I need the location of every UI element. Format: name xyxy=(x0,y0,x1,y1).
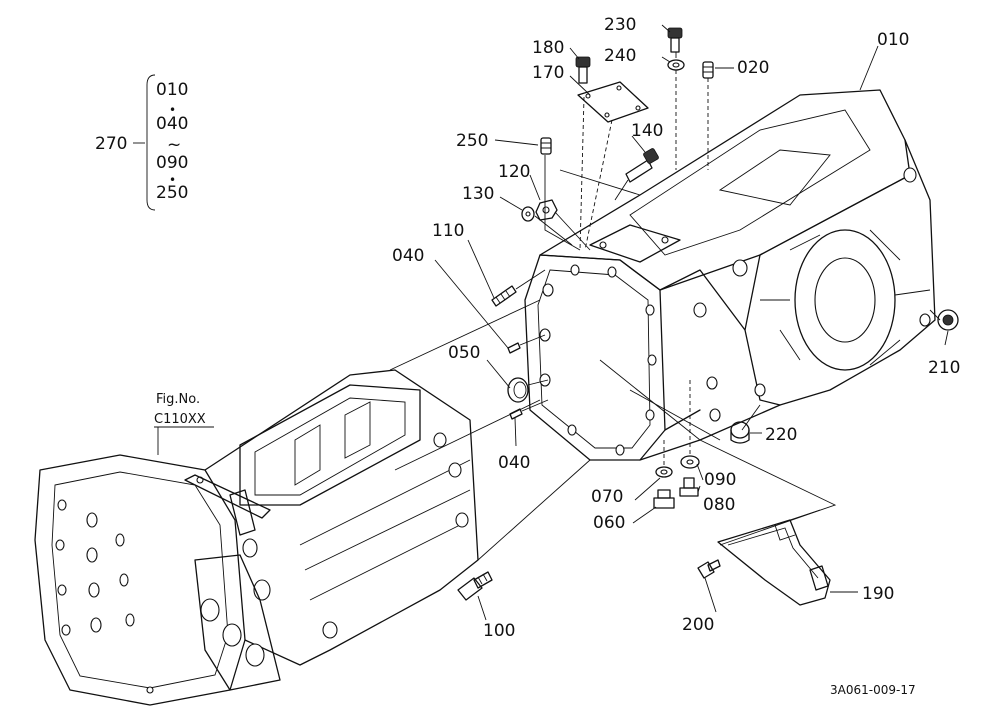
figure-reference: Fig.No. C110XX xyxy=(154,392,214,455)
part-090-washer xyxy=(680,455,700,469)
part-230-bolt xyxy=(667,27,683,58)
callout-230: 230 xyxy=(604,15,636,35)
part-140-bolt xyxy=(614,148,659,201)
callout-080: 080 xyxy=(703,495,735,515)
side-bosses xyxy=(200,432,469,667)
part-250-plug xyxy=(540,137,552,155)
callout-220: 220 xyxy=(765,425,797,445)
part-040-pin-upper xyxy=(507,342,521,354)
callout-200: 200 xyxy=(682,615,714,635)
bell-housing-inner xyxy=(51,471,229,689)
figure-ref-line1: Fig.No. xyxy=(156,392,200,407)
shift-rail-slots xyxy=(294,401,371,486)
callout-180: 180 xyxy=(532,38,564,58)
shift-lever-2 xyxy=(229,489,256,536)
part-220-plug xyxy=(730,421,750,444)
part-180-bolt xyxy=(575,56,591,84)
callout-240: 240 xyxy=(604,46,636,66)
kit-item-1: 010 xyxy=(156,80,188,100)
callout-100: 100 xyxy=(483,621,515,641)
part-040-pin-lower xyxy=(509,408,523,420)
lower-boss-cluster xyxy=(194,554,281,691)
callout-110: 110 xyxy=(432,221,464,241)
kit-item-2: 040 xyxy=(156,114,188,134)
part-100-bolt xyxy=(457,571,493,601)
part-060-plug xyxy=(653,489,675,509)
kit-number-label: 270 xyxy=(95,134,127,154)
kit-separator-3: • xyxy=(169,173,176,187)
case-top-surface xyxy=(539,89,911,291)
case-side-edges xyxy=(659,269,746,431)
callout-060: 060 xyxy=(593,513,625,533)
part-020-plug xyxy=(702,61,714,170)
callout-040-upper: 040 xyxy=(392,246,424,266)
kit-bracket xyxy=(146,74,156,211)
case-flange-holes xyxy=(539,167,931,456)
case-internal-web xyxy=(718,149,831,206)
callout-020: 020 xyxy=(737,58,769,78)
kit-separator-1: • xyxy=(169,103,176,117)
rear-bore-ring xyxy=(794,229,896,371)
part-080-plug xyxy=(679,477,699,497)
callout-250: 250 xyxy=(456,131,488,151)
top-cover-inner xyxy=(254,397,406,496)
rear-face-spokes xyxy=(760,229,931,366)
callout-210: 210 xyxy=(928,358,960,378)
part-210-plug xyxy=(937,309,959,331)
drawing-code: 3A061-009-17 xyxy=(830,683,916,697)
assembly-lines xyxy=(389,155,941,561)
callout-040-lower: 040 xyxy=(498,453,530,473)
callout-170: 170 xyxy=(532,63,564,83)
kit-item-3: 090 xyxy=(156,153,188,173)
drain-plug-centerlines xyxy=(663,380,691,466)
callout-070: 070 xyxy=(591,487,623,507)
part-070-washer xyxy=(655,466,673,478)
transmission-body-outline xyxy=(204,369,479,666)
callout-130: 130 xyxy=(462,184,494,204)
callout-labels: 010 020 040 040 050 060 070 080 090 100 … xyxy=(392,15,960,641)
part-050-seal xyxy=(507,377,529,403)
callout-120: 120 xyxy=(498,162,530,182)
part-200-bolt xyxy=(697,559,721,579)
rear-bore xyxy=(814,257,876,343)
bell-housing-flange xyxy=(34,454,246,706)
top-cover-opening xyxy=(239,384,421,506)
case-rear-face xyxy=(744,139,936,406)
callout-leaders xyxy=(434,24,949,621)
part-170-cover-plate xyxy=(577,81,649,251)
flange-bolt-holes xyxy=(55,476,204,694)
part-240-washer xyxy=(667,59,685,170)
kit-item-4: 250 xyxy=(156,183,188,203)
callout-050: 050 xyxy=(448,343,480,363)
part-120-nut xyxy=(535,199,558,221)
top-cover-pad xyxy=(589,224,681,263)
shift-lever-1 xyxy=(184,474,271,519)
callout-090: 090 xyxy=(704,470,736,490)
callout-190: 190 xyxy=(862,584,894,604)
part-190-cover xyxy=(717,519,831,606)
part-110-stud xyxy=(491,285,517,307)
figure-ref-leader xyxy=(154,426,214,455)
callout-140: 140 xyxy=(631,121,663,141)
body-ribs xyxy=(299,459,471,601)
case-front-flange-inner xyxy=(537,269,651,449)
front-transmission-housing xyxy=(34,369,479,706)
transmission-case-010 xyxy=(524,89,936,461)
case-top-opening xyxy=(629,109,871,256)
part-130-washer xyxy=(521,206,535,222)
kit-separator-2: ~ xyxy=(167,135,181,155)
figure-ref-line2: C110XX xyxy=(154,412,206,427)
callout-010: 010 xyxy=(877,30,909,50)
kit-group-270: 270 010 • 040 ~ 090 • 250 xyxy=(95,74,188,211)
